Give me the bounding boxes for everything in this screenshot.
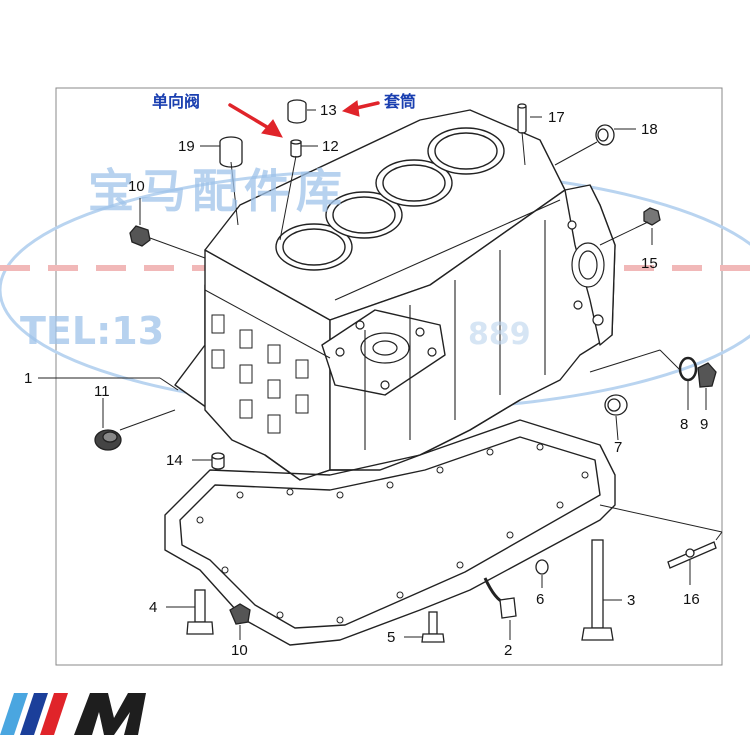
- callout-8: 8: [680, 416, 689, 433]
- callout-5: 5: [387, 629, 396, 646]
- small-parts: [94, 99, 717, 643]
- part-11-plug: [94, 429, 122, 451]
- callout-19: 19: [178, 138, 195, 155]
- callout-12: 12: [322, 138, 339, 155]
- part-14-sleeve: [211, 452, 225, 470]
- callout-7: 7: [614, 439, 623, 456]
- callout-6: 6: [536, 591, 545, 608]
- part-19-sleeve: [219, 136, 243, 168]
- part-17-dowel: [517, 103, 527, 134]
- callout-15: 15: [641, 255, 658, 272]
- part-4-bolt: [186, 589, 214, 635]
- end-face-features: [567, 220, 605, 326]
- leader-lines: [38, 109, 723, 640]
- check-valve-annotation: 单向阀: [152, 92, 201, 111]
- part-5-bolt: [421, 611, 445, 643]
- part-6-sleeve: [535, 559, 549, 575]
- arrow-check-valve: [228, 103, 274, 132]
- callout-2: 2: [504, 642, 513, 659]
- annotation-arrows: [228, 100, 380, 138]
- part-18-bushing: [595, 124, 615, 146]
- callout-11: 11: [94, 383, 110, 400]
- part-16-stud: [667, 541, 717, 569]
- diagram-frame: [55, 87, 723, 666]
- part-10-plug-lower: [229, 603, 251, 625]
- part-13-sleeve: [287, 99, 307, 124]
- callout-3: 3: [627, 592, 636, 609]
- part-7-sleeve: [604, 394, 628, 416]
- front-face-ribs: [204, 289, 331, 434]
- part-8-seal-ring: [678, 356, 698, 382]
- callout-18: 18: [641, 121, 658, 138]
- flange-features: [335, 320, 437, 390]
- part-12-check-valve: [290, 139, 302, 158]
- m-logo: [0, 693, 146, 735]
- side-bulkheads: [334, 199, 561, 450]
- callout-16: 16: [683, 591, 700, 608]
- callout-17: 17: [548, 109, 565, 126]
- cylinder-bores: [275, 127, 505, 271]
- callout-13: 13: [320, 102, 337, 119]
- oil-pan-holes: [196, 443, 589, 624]
- part-2-fitting: [483, 577, 517, 619]
- callout-14: 14: [166, 452, 183, 469]
- part-9-plug: [697, 362, 717, 388]
- callout-1: 1: [24, 370, 33, 387]
- part-3-long-bolt: [581, 539, 614, 641]
- sleeve-annotation: 套筒: [384, 92, 417, 111]
- callout-9: 9: [700, 416, 709, 433]
- callout-10-lower: 10: [231, 642, 248, 659]
- callout-4: 4: [149, 599, 158, 616]
- callout-10-upper: 10: [128, 178, 145, 195]
- part-10-plug-upper: [129, 225, 151, 247]
- part-15-plug: [643, 207, 661, 226]
